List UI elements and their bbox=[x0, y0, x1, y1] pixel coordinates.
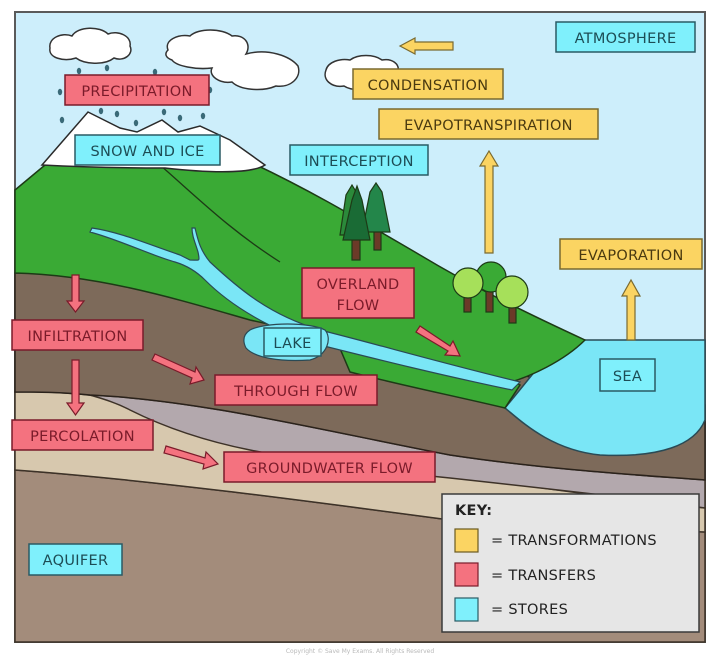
svg-text:OVERLAND: OVERLAND bbox=[316, 277, 399, 293]
label-interception: INTERCEPTION bbox=[289, 144, 429, 176]
hill-ridge-line bbox=[159, 164, 281, 263]
svg-text:AQUIFER: AQUIFER bbox=[43, 553, 109, 569]
label-condensation: CONDENSATION bbox=[352, 68, 504, 100]
river bbox=[89, 227, 522, 391]
svg-text:INFILTRATION: INFILTRATION bbox=[28, 329, 128, 345]
svg-text:EVAPORATION: EVAPORATION bbox=[578, 248, 683, 264]
cloud-icon bbox=[49, 27, 132, 64]
svg-text:EVAPOTRANSPIRATION: EVAPOTRANSPIRATION bbox=[404, 118, 573, 134]
svg-text:FLOW: FLOW bbox=[337, 298, 380, 314]
svg-text:LAKE: LAKE bbox=[273, 336, 311, 352]
svg-text:PRECIPITATION: PRECIPITATION bbox=[81, 84, 192, 100]
legend-swatch-stores bbox=[454, 597, 479, 622]
svg-text:SEA: SEA bbox=[613, 369, 642, 385]
cloud-icon bbox=[165, 29, 300, 91]
legend-swatch-transformations bbox=[454, 528, 479, 553]
label-atmosphere: ATMOSPHERE bbox=[555, 21, 696, 53]
conifer-trees bbox=[339, 181, 391, 261]
arrow-icon bbox=[398, 37, 642, 341]
svg-text:GROUNDWATER FLOW: GROUNDWATER FLOW bbox=[246, 461, 413, 477]
label-groundwater-flow: GROUNDWATER FLOW bbox=[223, 451, 436, 483]
label-lake: LAKE bbox=[263, 327, 322, 357]
groundwater-flow-arrow bbox=[163, 445, 220, 470]
svg-text:PERCOLATION: PERCOLATION bbox=[30, 429, 135, 445]
percolation-down-arrow bbox=[65, 359, 86, 417]
svg-text:SNOW AND ICE: SNOW AND ICE bbox=[90, 144, 204, 160]
overland-flow-arrow bbox=[415, 325, 461, 357]
label-evaporation: EVAPORATION bbox=[559, 238, 703, 270]
condensation-arrow bbox=[398, 37, 454, 55]
svg-text:= TRANSFORMATIONS: = TRANSFORMATIONS bbox=[491, 533, 657, 549]
svg-text:CONDENSATION: CONDENSATION bbox=[368, 78, 489, 94]
svg-text:= STORES: = STORES bbox=[491, 602, 568, 618]
svg-text:= TRANSFERS: = TRANSFERS bbox=[491, 568, 596, 584]
label-evapotranspiration: EVAPOTRANSPIRATION bbox=[378, 108, 599, 140]
label-overland-flow: OVERLAND FLOW bbox=[301, 267, 415, 319]
label-aquifer: AQUIFER bbox=[28, 543, 123, 576]
copyright-text: Copyright © Save My Exams. All Rights Re… bbox=[286, 648, 435, 655]
deciduous-trees bbox=[452, 261, 529, 324]
label-through-flow: THROUGH FLOW bbox=[214, 374, 378, 406]
svg-text:ATMOSPHERE: ATMOSPHERE bbox=[575, 31, 677, 47]
svg-text:KEY:: KEY: bbox=[455, 503, 492, 519]
svg-text:INTERCEPTION: INTERCEPTION bbox=[304, 154, 414, 170]
label-sea: SEA bbox=[599, 358, 656, 392]
through-flow-arrow bbox=[151, 353, 205, 385]
legend-swatch-transfers bbox=[454, 562, 479, 587]
evaporation-arrow bbox=[620, 278, 642, 341]
label-snow-and-ice: SNOW AND ICE bbox=[74, 134, 221, 166]
infiltration-down-arrow bbox=[65, 274, 86, 313]
evapotranspiration-arrow bbox=[478, 149, 500, 254]
arrow-icon bbox=[65, 274, 461, 470]
legend: KEY: = TRANSFORMATIONS = TRANSFERS = STO… bbox=[441, 493, 700, 633]
svg-text:THROUGH FLOW: THROUGH FLOW bbox=[233, 384, 358, 400]
label-precipitation: PRECIPITATION bbox=[64, 74, 210, 106]
label-infiltration: INFILTRATION bbox=[11, 319, 144, 351]
label-percolation: PERCOLATION bbox=[11, 419, 154, 451]
